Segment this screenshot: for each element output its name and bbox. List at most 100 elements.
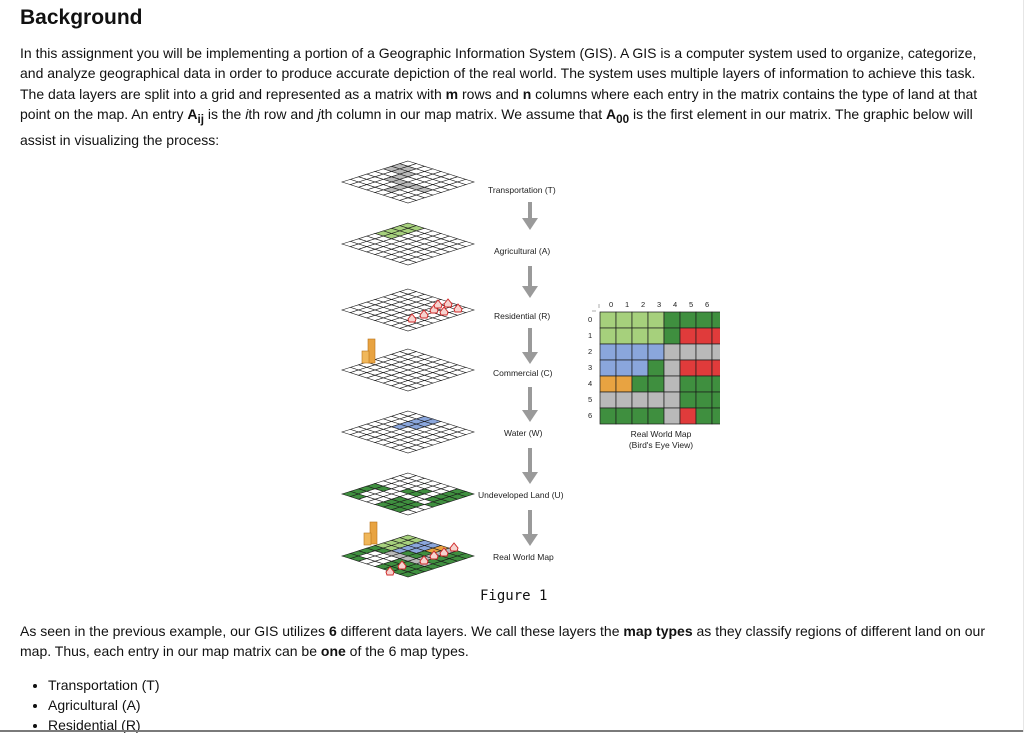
- col-index: 4: [673, 300, 677, 309]
- down-arrow-icon: [522, 472, 538, 484]
- map-cell: [615, 359, 633, 377]
- map-cell: [615, 407, 633, 425]
- entry-aij: Aij: [187, 106, 204, 126]
- iso-layer: [340, 160, 475, 204]
- down-arrow-icon: [522, 410, 538, 422]
- iso-layer: [340, 222, 475, 266]
- map-cell: [711, 311, 720, 329]
- map-cell: [695, 407, 713, 425]
- var-n: n: [522, 85, 532, 102]
- row-index: 1: [588, 331, 592, 340]
- row-index: 0: [588, 315, 592, 324]
- map-types-paragraph: As seen in the previous example, our GIS…: [20, 621, 995, 662]
- building-icon: [363, 532, 372, 546]
- down-arrow-icon: [522, 286, 538, 298]
- down-arrow-shaft: [528, 266, 532, 288]
- list-item: Residential (R): [48, 715, 160, 735]
- map-cell: [695, 359, 713, 377]
- row-index: 6: [588, 411, 592, 420]
- para-text: As seen in the previous example, our GIS…: [20, 623, 329, 639]
- gis-layers-figure: Transportation (T) Agricultural (A) Resi…: [340, 160, 720, 578]
- layer-stack: [340, 160, 475, 578]
- house-icon: [443, 298, 453, 308]
- map-cell: [663, 407, 681, 425]
- layer-label-transportation: Transportation (T): [488, 185, 556, 195]
- var-j: j: [317, 106, 321, 123]
- iso-layer: [340, 472, 475, 516]
- house-icon: [385, 566, 395, 576]
- map-cell: [711, 343, 720, 361]
- intro-text: th column in our map matrix. We assume t…: [320, 106, 607, 123]
- row-index: 2: [588, 347, 592, 356]
- layer-label-commercial: Commercial (C): [493, 368, 553, 378]
- map-cell: [647, 391, 665, 409]
- iso-layer: [340, 410, 475, 454]
- layer-label-water: Water (W): [504, 428, 543, 438]
- layer-labels: Transportation (T) Agricultural (A) Resi…: [478, 185, 564, 562]
- map-types-term: map types: [623, 623, 693, 639]
- list-item: Transportation (T): [48, 675, 160, 695]
- map-cell: [663, 391, 681, 409]
- house-icon: [453, 303, 463, 313]
- layer-arrows: [522, 202, 538, 546]
- map-cell: [695, 391, 713, 409]
- down-arrow-shaft: [528, 510, 532, 536]
- map-cell: [695, 375, 713, 393]
- map-cell: [711, 407, 720, 425]
- section-heading: Background: [20, 6, 143, 29]
- col-index: 6: [705, 300, 709, 309]
- map-cell: [615, 391, 633, 409]
- map-cell: [615, 327, 633, 345]
- para-text: as they classify regions of different la…: [20, 623, 985, 660]
- entry-a00: A00: [606, 106, 629, 126]
- iso-layer: [340, 521, 475, 578]
- map-cell: [599, 359, 617, 377]
- map-cell: [647, 327, 665, 345]
- map-cell: [679, 391, 697, 409]
- grid-caption-title: Real World Map: [631, 429, 692, 439]
- map-cell: [679, 311, 697, 329]
- down-arrow-shaft: [528, 328, 532, 354]
- layer-count: 6: [328, 623, 337, 639]
- iso-cell: [398, 571, 418, 578]
- house-icon: [439, 306, 449, 316]
- down-arrow-icon: [522, 534, 538, 546]
- entry-aij-sub: ij: [197, 113, 204, 127]
- building-icon: [361, 350, 370, 364]
- var-i: i: [245, 106, 249, 123]
- map-cell: [663, 375, 681, 393]
- map-cell: [615, 343, 633, 361]
- col-index: 0: [609, 300, 613, 309]
- house-icon: [433, 299, 443, 309]
- col-index: 3: [657, 300, 661, 309]
- map-cell: [647, 311, 665, 329]
- map-cell: [631, 407, 649, 425]
- map-cell: [695, 311, 713, 329]
- map-cell: [711, 391, 720, 409]
- iso-cell: [398, 197, 418, 204]
- map-cell: [679, 343, 697, 361]
- entry-a00-base: A: [606, 106, 617, 123]
- layer-label-agricultural: Agricultural (A): [494, 246, 550, 256]
- map-cell: [631, 391, 649, 409]
- grid-column-indices: 0 1 2 3 4 5 6 7: [609, 300, 709, 309]
- down-arrow-shaft: [528, 202, 532, 220]
- figure-caption: Figure 1: [480, 588, 548, 604]
- iso-cell: [398, 509, 418, 516]
- map-cell: [695, 343, 713, 361]
- row-index: 4: [588, 379, 592, 388]
- map-cell: [711, 375, 720, 393]
- col-index: 5: [689, 300, 693, 309]
- house-icon: [449, 542, 459, 552]
- row-index: 5: [588, 395, 592, 404]
- map-cell: [599, 407, 617, 425]
- map-cell: [647, 407, 665, 425]
- intro-text: In this assignment you will be implement…: [20, 45, 977, 102]
- map-types-list: Transportation (T) Agricultural (A) Resi…: [20, 675, 160, 735]
- map-cell: [647, 375, 665, 393]
- col-index: 1: [625, 300, 629, 309]
- house-icon: [419, 555, 429, 565]
- layer-label-residential: Residential (R): [494, 311, 550, 321]
- house-icon: [419, 309, 429, 319]
- map-cell: [599, 311, 617, 329]
